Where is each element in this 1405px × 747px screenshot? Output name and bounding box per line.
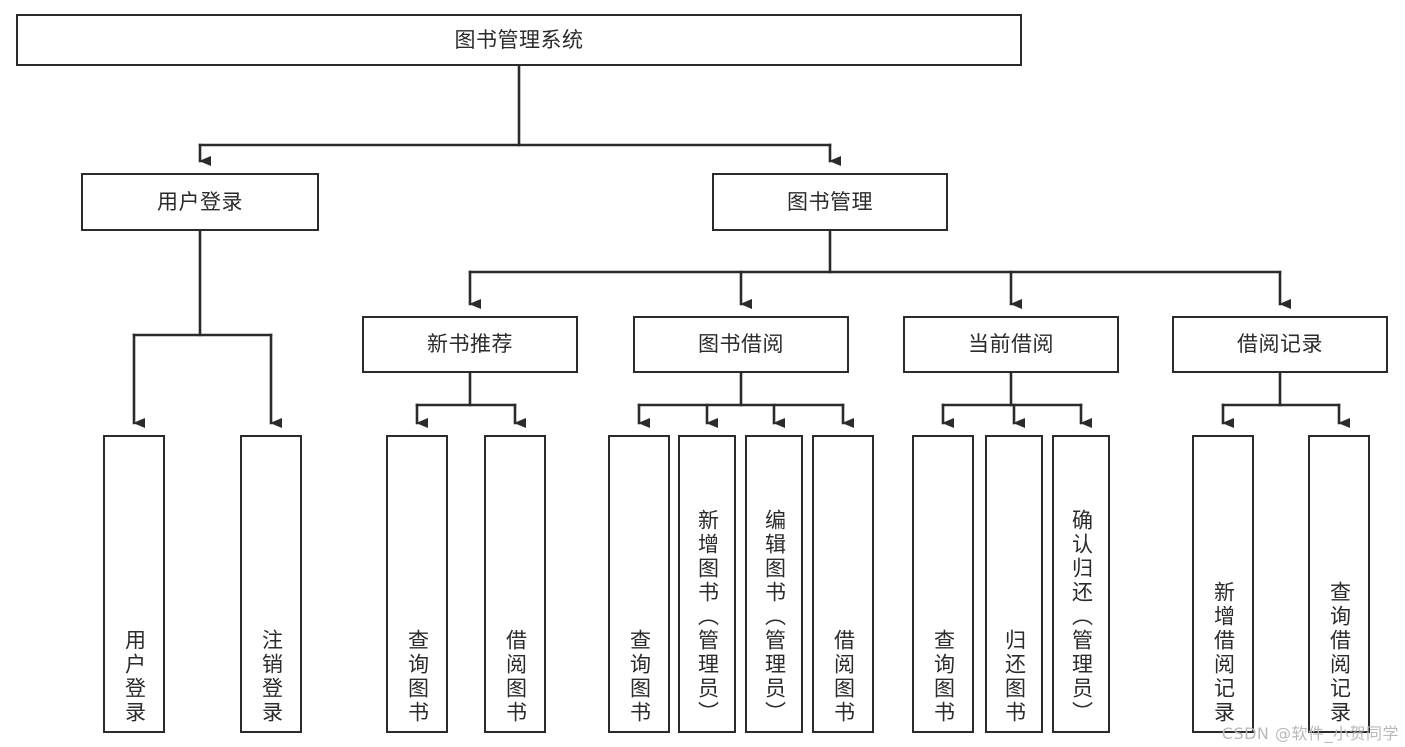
node-leaf-query-book-3[interactable]: 查询图书	[912, 435, 974, 733]
node-leaf-borrow-book-1-label: 借阅图书	[503, 629, 528, 725]
node-book-borrow[interactable]: 图书借阅	[633, 316, 849, 373]
node-root[interactable]: 图书管理系统	[16, 14, 1022, 66]
watermark: CSDN @软件_小贺同学	[1221, 724, 1399, 743]
node-current-borrow-label: 当前借阅	[968, 332, 1054, 357]
node-leaf-add-book-label: 新增图书（管理员）	[695, 509, 720, 725]
node-leaf-add-book[interactable]: 新增图书（管理员）	[678, 435, 736, 733]
node-leaf-add-record[interactable]: 新增借阅记录	[1192, 435, 1254, 733]
node-leaf-query-book-1-label: 查询图书	[405, 629, 430, 725]
node-book-manage-label: 图书管理	[787, 189, 873, 214]
node-leaf-borrow-book-1[interactable]: 借阅图书	[484, 435, 546, 733]
node-root-label: 图书管理系统	[454, 27, 584, 52]
node-user-login-label: 用户登录	[157, 189, 243, 214]
node-leaf-confirm-return-label: 确认归还（管理员）	[1069, 509, 1094, 725]
node-leaf-query-book-1[interactable]: 查询图书	[386, 435, 448, 733]
node-leaf-query-record-label: 查询借阅记录	[1327, 581, 1352, 725]
node-new-book-rec[interactable]: 新书推荐	[362, 316, 578, 373]
node-new-book-rec-label: 新书推荐	[427, 332, 513, 357]
node-leaf-confirm-return[interactable]: 确认归还（管理员）	[1052, 435, 1110, 733]
node-leaf-logout[interactable]: 注销登录	[240, 435, 302, 733]
node-leaf-query-book-2[interactable]: 查询图书	[608, 435, 670, 733]
node-leaf-query-book-3-label: 查询图书	[931, 629, 956, 725]
node-user-login[interactable]: 用户登录	[81, 173, 319, 231]
node-leaf-logout-label: 注销登录	[259, 629, 284, 725]
node-leaf-edit-book-label: 编辑图书（管理员）	[762, 509, 787, 725]
node-borrow-record[interactable]: 借阅记录	[1172, 316, 1388, 373]
node-leaf-user-login-label: 用户登录	[122, 629, 147, 725]
node-leaf-edit-book[interactable]: 编辑图书（管理员）	[745, 435, 803, 733]
node-book-borrow-label: 图书借阅	[698, 332, 784, 357]
node-leaf-borrow-book-2-label: 借阅图书	[831, 629, 856, 725]
node-leaf-return-book-label: 归还图书	[1002, 629, 1027, 725]
node-book-manage[interactable]: 图书管理	[712, 173, 948, 231]
node-leaf-user-login[interactable]: 用户登录	[103, 435, 165, 733]
node-leaf-return-book[interactable]: 归还图书	[985, 435, 1043, 733]
node-borrow-record-label: 借阅记录	[1237, 332, 1323, 357]
node-leaf-query-book-2-label: 查询图书	[627, 629, 652, 725]
node-current-borrow[interactable]: 当前借阅	[903, 316, 1119, 373]
node-leaf-borrow-book-2[interactable]: 借阅图书	[812, 435, 874, 733]
node-leaf-add-record-label: 新增借阅记录	[1211, 581, 1236, 725]
node-leaf-query-record[interactable]: 查询借阅记录	[1308, 435, 1370, 733]
